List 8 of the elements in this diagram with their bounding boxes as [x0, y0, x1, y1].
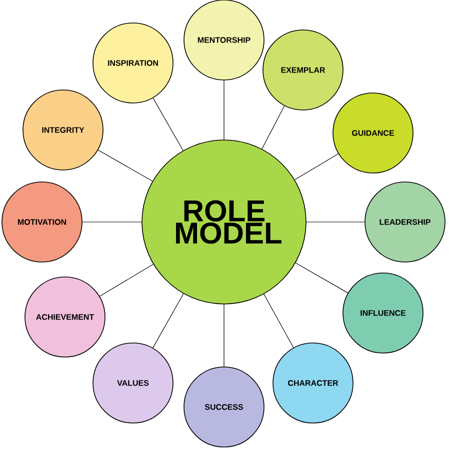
connector-line: [152, 293, 184, 348]
connector-line: [294, 153, 339, 180]
connector-line: [264, 294, 294, 348]
connector-line: [152, 98, 184, 151]
connector-line: [99, 264, 154, 297]
connector-line: [262, 106, 285, 150]
connector-line: [295, 262, 348, 294]
connector-line: [98, 150, 153, 182]
